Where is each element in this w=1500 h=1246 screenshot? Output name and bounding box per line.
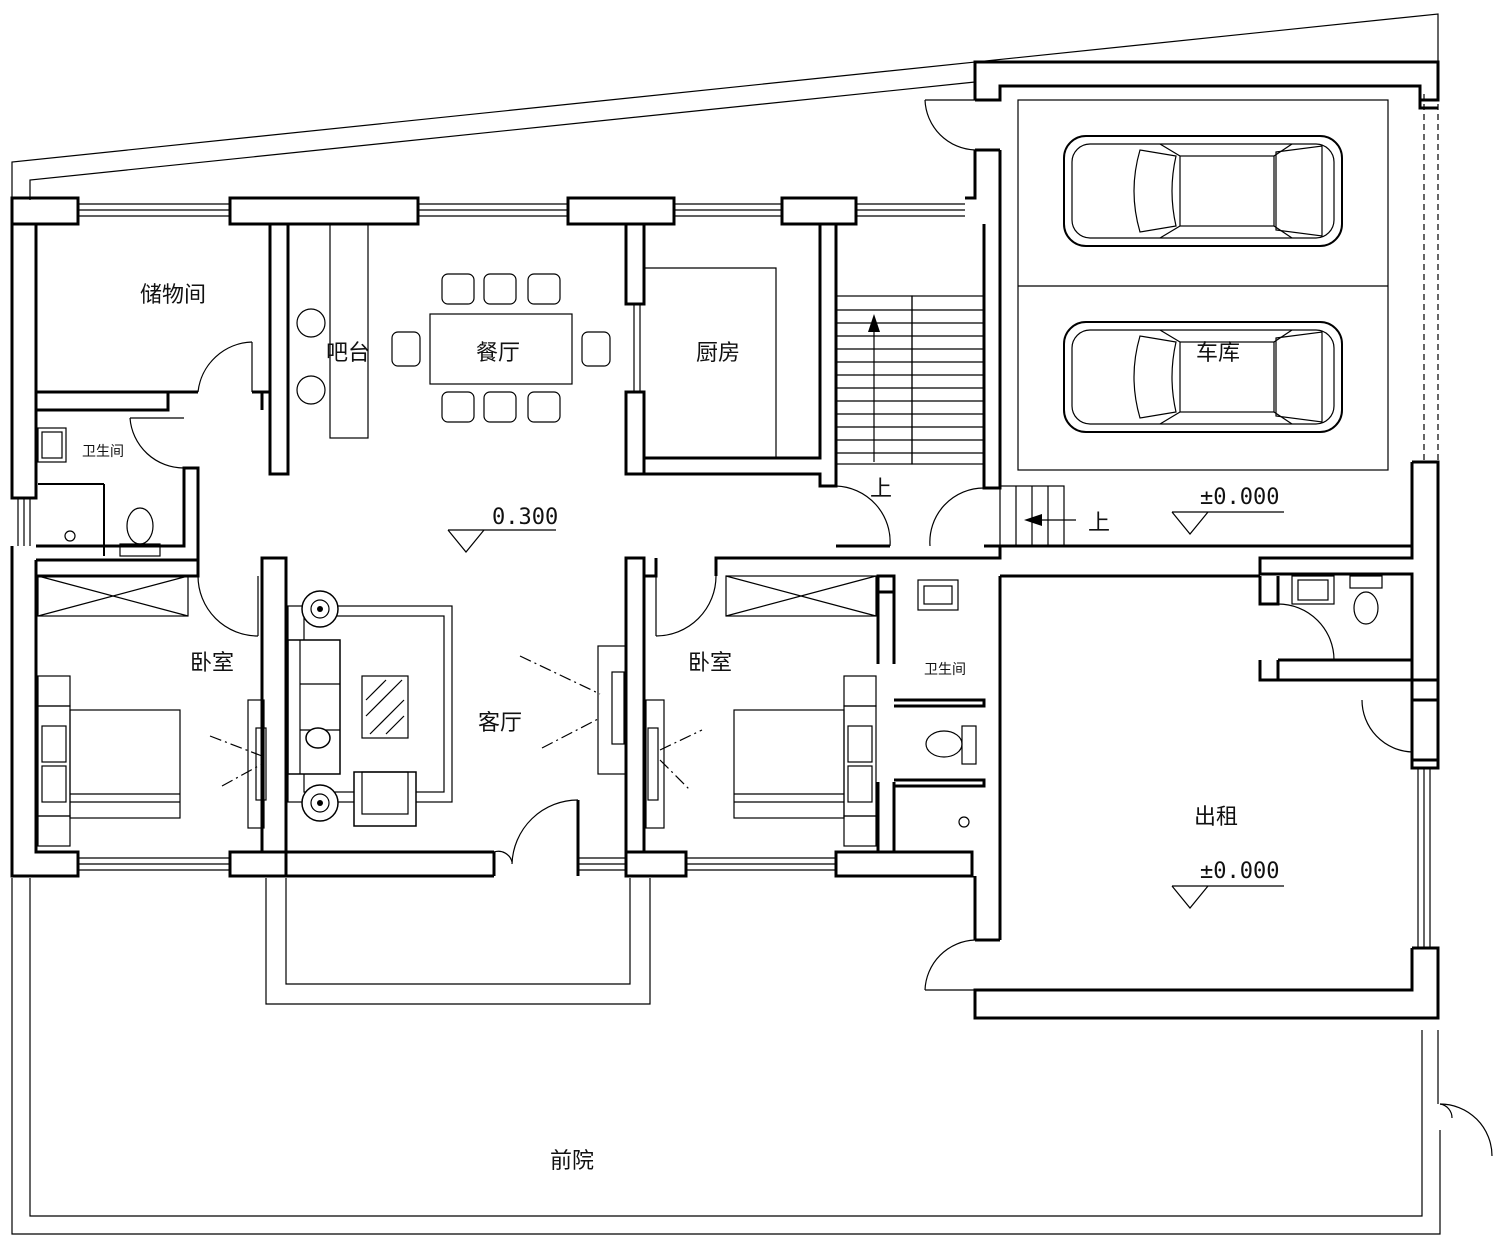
car-inner (1071, 329, 1335, 425)
stair-up-label-garage: 上 (1088, 511, 1110, 536)
car-pillar (1273, 411, 1293, 425)
dining-chair (391, 331, 421, 367)
dining-chair (527, 273, 561, 305)
car-pillar (1273, 329, 1293, 343)
rental-window (1417, 768, 1431, 948)
left-window (17, 498, 31, 546)
room-label-bathroom-mid: 卫生间 (924, 662, 966, 678)
room-label-bedroom-right: 卧室 (688, 651, 732, 676)
main-house-walls (10, 196, 974, 1005)
room-label-garage: 车库 (1196, 341, 1240, 366)
bar-furniture (296, 223, 369, 439)
elevation-marker-hall (447, 529, 556, 553)
room-label-front-yard: 前院 (550, 1149, 594, 1174)
room-label-kitchen: 厨房 (696, 341, 740, 366)
car-roof (1179, 155, 1275, 227)
car-body (1063, 321, 1343, 433)
car-pillar (1159, 329, 1181, 343)
bathroom-right-fixtures (917, 579, 977, 828)
car-pillar (1159, 143, 1181, 157)
car-windshield (1133, 149, 1177, 233)
car-bottom (1063, 321, 1343, 433)
car-body (1063, 135, 1343, 247)
car-rear-window (1275, 145, 1323, 237)
dining-chair (441, 391, 475, 423)
car-pillar (1273, 225, 1293, 239)
room-label-storage: 储物间 (140, 283, 206, 308)
dining-chair (527, 391, 561, 423)
car-pillar (1273, 143, 1293, 157)
car-pillar (1159, 225, 1181, 239)
stair-arrow-head (868, 314, 880, 332)
car-inner (1071, 143, 1335, 239)
car-pillar (1159, 411, 1181, 425)
car-top (1063, 135, 1343, 247)
entrance-door (492, 799, 580, 876)
dining-chair (483, 391, 517, 423)
top-windows (78, 203, 965, 217)
room-label-bar: 吧台 (326, 341, 370, 366)
ramp-arrow-head (1024, 514, 1042, 526)
room-label-living: 客厅 (478, 711, 522, 736)
bedroom-right-furniture (645, 575, 877, 847)
elevation-marker-rental (1171, 885, 1284, 909)
dining-chair (483, 273, 517, 305)
rental-bathroom-fixtures (1291, 575, 1383, 625)
doors (129, 99, 1493, 1157)
room-label-rental: 出租 (1194, 805, 1238, 830)
bedroom-left-furniture (37, 575, 267, 847)
stair-up-label-main: 上 (870, 477, 892, 502)
dining-chair (581, 331, 611, 367)
dining-furniture (391, 273, 611, 423)
interior-walls (34, 222, 986, 854)
elevation-marker-garage (1171, 511, 1284, 535)
staircase (835, 295, 985, 465)
living-room-furniture (287, 590, 627, 827)
garage-walls (965, 60, 1440, 1020)
site-boundary (11, 13, 1441, 1235)
room-label-bedroom-left: 卧室 (190, 651, 234, 676)
stair-flight-down (911, 295, 985, 465)
room-label-dining: 餐厅 (476, 341, 520, 366)
elevation-label-rental: ±0.000 (1200, 859, 1279, 884)
elevation-label-hall: 0.300 (492, 505, 558, 530)
room-label-bathroom-left: 卫生间 (82, 444, 124, 460)
garage-ramp (999, 485, 1076, 547)
elevation-label-garage: ±0.000 (1200, 485, 1279, 510)
car-roof (1179, 341, 1275, 413)
car-rear-window (1275, 331, 1323, 423)
bathroom-left-fixtures (37, 427, 161, 557)
kitchen-counter (644, 267, 777, 458)
car-windshield (1133, 335, 1177, 419)
front-porch (265, 878, 651, 1005)
dining-chair (441, 273, 475, 305)
bottom-windows (78, 857, 836, 871)
